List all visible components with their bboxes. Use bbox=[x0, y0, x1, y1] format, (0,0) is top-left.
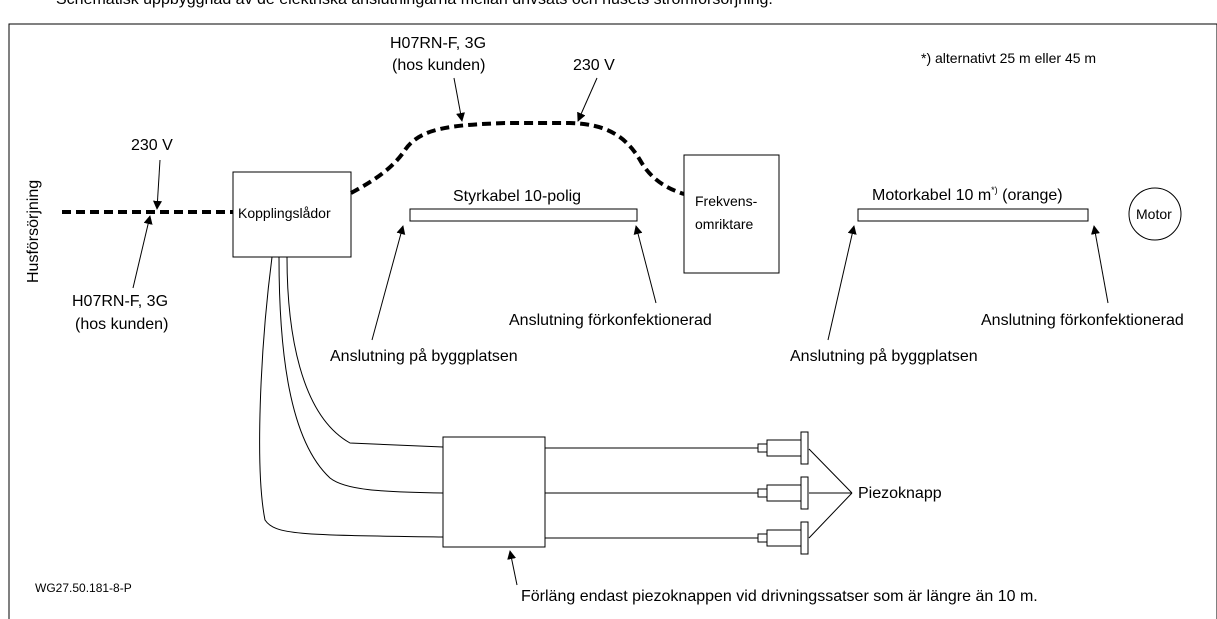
motor bbox=[1128, 187, 1182, 241]
supply-cable-top bbox=[350, 121, 685, 196]
motor-cable-site-connection: Anslutning på byggplatsen bbox=[790, 347, 978, 365]
motor-label: Motor bbox=[1136, 206, 1172, 222]
top-caption-text: Schematisk uppbyggnad av de elektriska a… bbox=[56, 0, 1217, 9]
control-cable-label: Styrkabel 10-polig bbox=[453, 188, 581, 205]
control-cable-arrow-right bbox=[633, 225, 657, 304]
control-cable-prefab-connection: Anslutning förkonfektionerad bbox=[509, 312, 712, 329]
figure-id: WG27.50.181-8-P bbox=[35, 581, 132, 595]
junction-box bbox=[232, 171, 352, 258]
cable-type-left-line2: (hos kunden) bbox=[75, 316, 168, 333]
motor-cable-arrow-left bbox=[827, 225, 857, 341]
piezo-button-3 bbox=[757, 521, 809, 555]
frequency-converter bbox=[683, 154, 780, 274]
control-cable-site-connection: Anslutning på byggplatsen bbox=[330, 347, 518, 365]
cable-type-top-line1: H07RN-F, 3G bbox=[390, 35, 486, 52]
piezo-pointer-3 bbox=[808, 492, 853, 539]
house-supply-label: Husförsörjning bbox=[25, 180, 42, 283]
cable-type-top-line2: (hos kunden) bbox=[392, 57, 485, 74]
extension-note: Förläng endast piezoknappen vid drivning… bbox=[521, 588, 1038, 605]
piezo-pointer-1 bbox=[808, 448, 853, 494]
motor-cable-prefab-connection: Anslutning förkonfektionerad bbox=[981, 312, 1184, 329]
alternative-length-note: *) alternativt 25 m eller 45 m bbox=[921, 50, 1096, 66]
extension-box bbox=[442, 436, 546, 548]
control-cable bbox=[409, 208, 638, 222]
control-cable-arrow-left bbox=[371, 225, 406, 341]
voltage-arrow-top bbox=[577, 77, 598, 122]
piezo-wire-3 bbox=[259, 256, 444, 538]
piezo-wire-2 bbox=[278, 256, 444, 494]
cable-type-arrow-left bbox=[132, 215, 153, 289]
diagram-frame bbox=[8, 23, 1217, 619]
junction-box-label: Kopplingslådor bbox=[238, 205, 331, 221]
voltage-arrow-left bbox=[153, 159, 162, 210]
voltage-label-top: 230 V bbox=[573, 57, 615, 74]
piezo-button-label: Piezoknapp bbox=[858, 485, 942, 502]
piezo-button-1 bbox=[757, 431, 809, 465]
frequency-converter-label-line2: omriktare bbox=[695, 216, 754, 232]
extension-box-arrow bbox=[507, 550, 518, 586]
motor-cable-label: Motorkabel 10 m*) (orange) bbox=[872, 185, 1063, 204]
cable-type-arrow-top bbox=[453, 77, 465, 122]
cable-type-left-line1: H07RN-F, 3G bbox=[72, 293, 168, 310]
motor-cable-arrow-right bbox=[1091, 225, 1109, 304]
piezo-button-2 bbox=[757, 476, 809, 510]
piezo-wire-1 bbox=[286, 256, 444, 448]
motor-cable bbox=[857, 208, 1089, 222]
frequency-converter-label-line1: Frekvens- bbox=[695, 193, 758, 209]
voltage-label-left: 230 V bbox=[131, 137, 173, 154]
